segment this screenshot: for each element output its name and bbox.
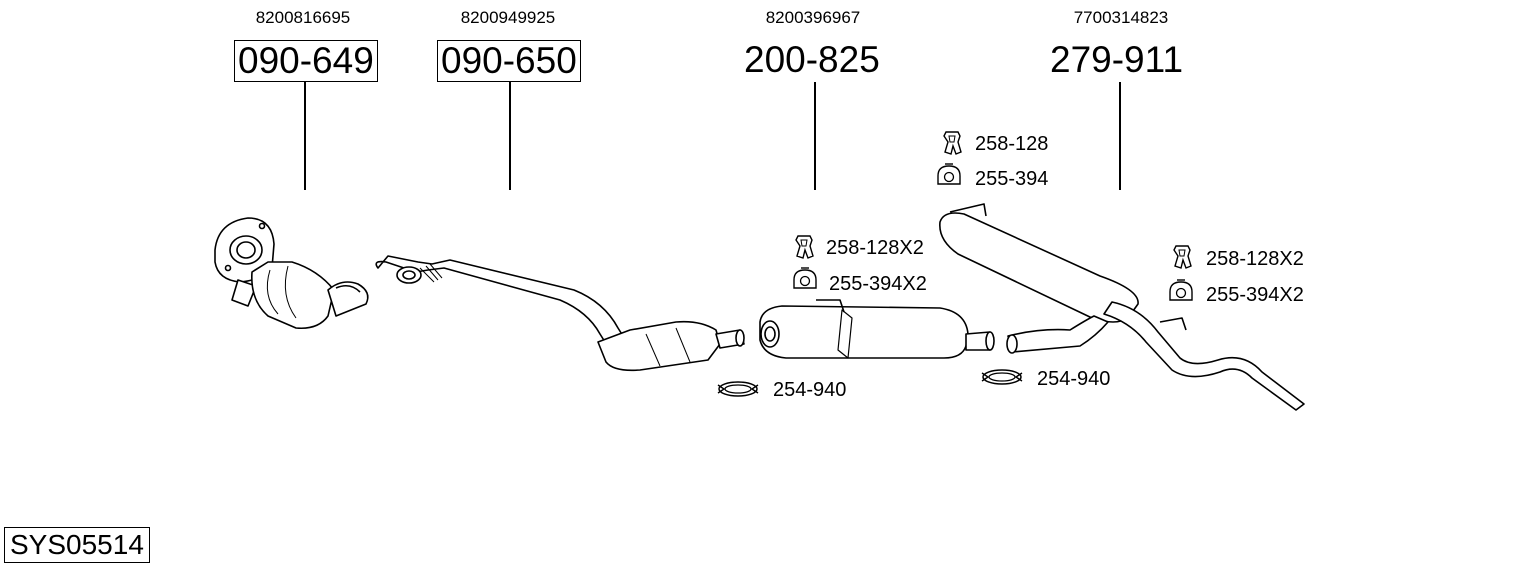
leader-line-1 [304,82,306,190]
oem-number-2: 8200949925 [460,8,556,27]
manifold-catalyst-drawing [214,217,369,330]
part-number-4[interactable]: 279-911 [1050,39,1184,80]
accessory-label-clamp-1[interactable]: 254-940 [773,379,847,401]
oem-number-1: 8200816695 [255,8,351,27]
accessory-label-ringmount-2[interactable]: 255-394X2 [829,273,927,295]
accessory-label-clamp-2[interactable]: 254-940 [1037,368,1111,390]
clamp-icon[interactable] [981,369,1023,385]
rubber-hanger-icon[interactable] [1173,245,1192,269]
clamp-icon[interactable] [717,381,759,397]
front-pipe-drawing [375,255,745,372]
leader-line-3 [814,82,816,190]
center-silencer-drawing [759,299,995,359]
rubber-ring-mount-icon[interactable] [937,163,961,185]
rubber-ring-mount-icon[interactable] [793,267,817,289]
rubber-hanger-icon[interactable] [795,235,814,259]
accessory-label-ringmount-3[interactable]: 255-394X2 [1206,284,1304,306]
leader-line-2 [509,82,511,190]
accessory-label-hanger-1[interactable]: 258-128 [975,133,1049,155]
part-number-3[interactable]: 200-825 [744,39,880,80]
rubber-hanger-icon[interactable] [943,131,962,155]
system-code-box: SYS05514 [4,527,150,563]
accessory-label-hanger-2[interactable]: 258-128X2 [826,237,924,259]
leader-line-4 [1119,82,1121,190]
part-number-2[interactable]: 090-650 [437,40,581,82]
part-number-1[interactable]: 090-649 [234,40,378,82]
accessory-label-ringmount-1[interactable]: 255-394 [975,168,1049,190]
oem-number-3: 8200396967 [765,8,861,27]
rubber-ring-mount-icon[interactable] [1169,279,1193,301]
oem-number-4: 7700314823 [1073,8,1169,27]
accessory-label-hanger-3[interactable]: 258-128X2 [1206,248,1304,270]
rear-silencer-drawing [939,203,1305,411]
